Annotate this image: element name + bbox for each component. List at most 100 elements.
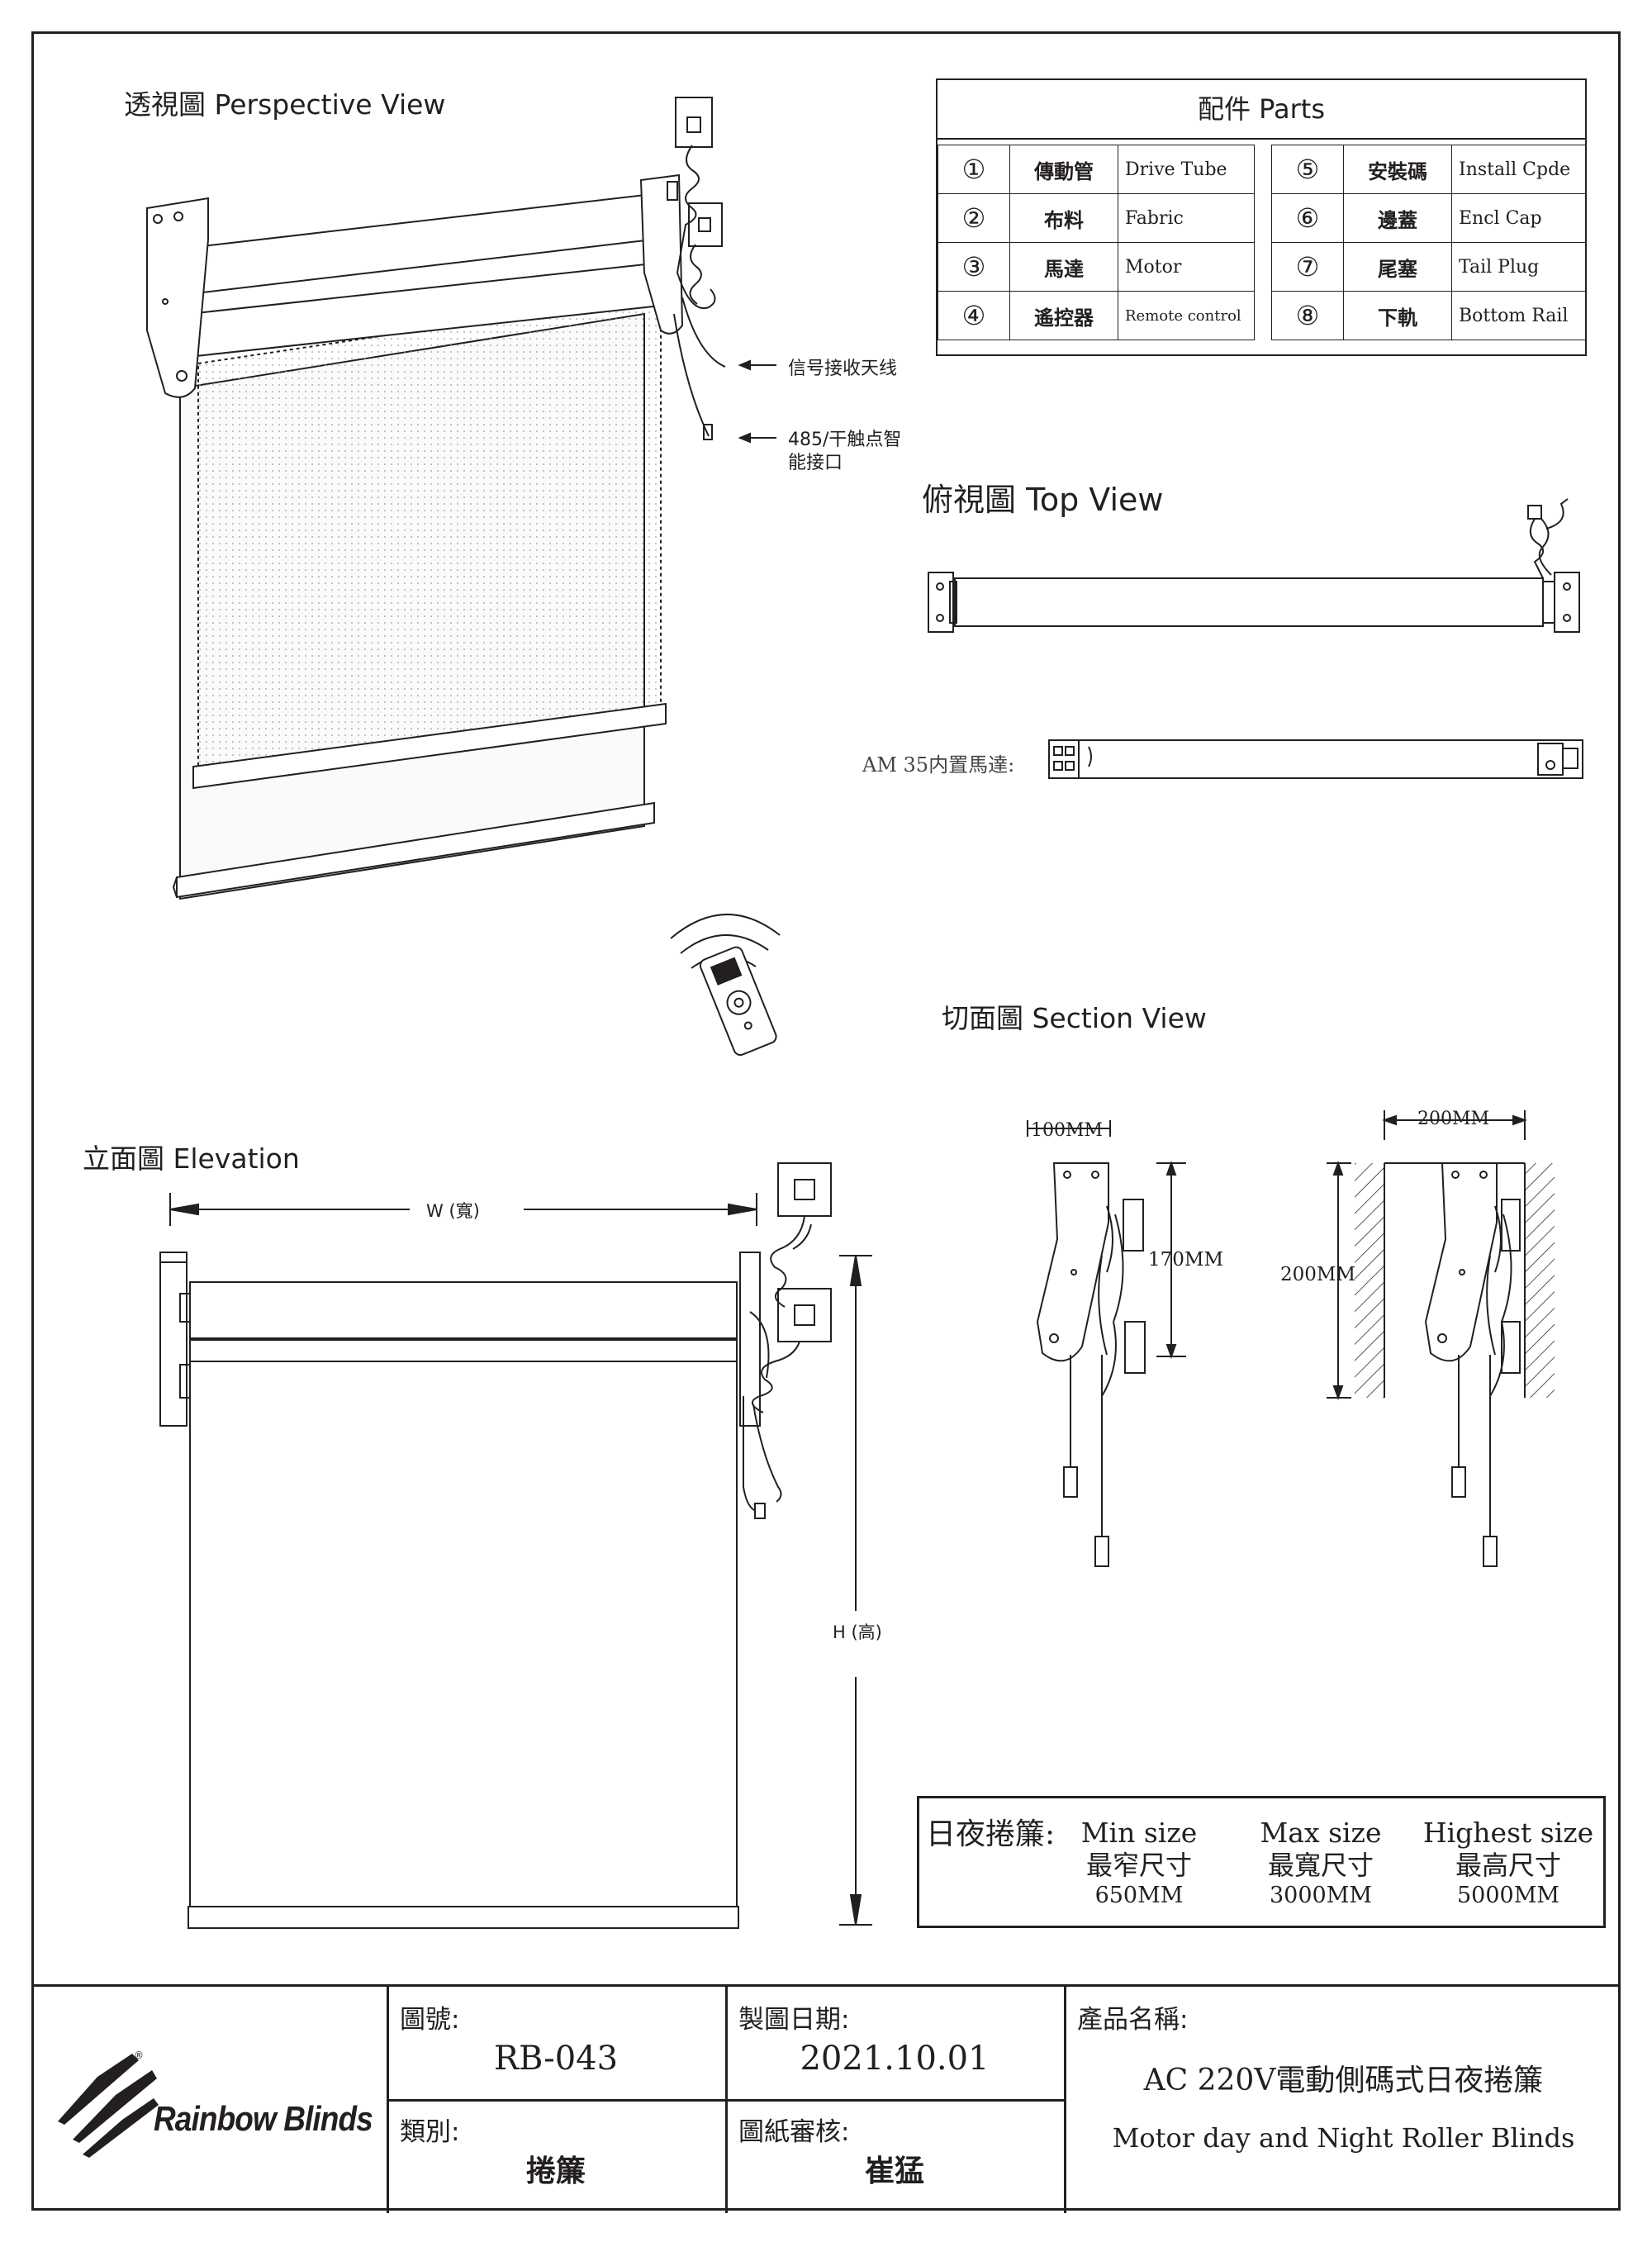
title-block: Rainbow Blinds ® 圖號: RB-043 製圖日期: 2021.1… bbox=[31, 1984, 1621, 2213]
remote-body bbox=[699, 946, 777, 1057]
elevation-switch-lower bbox=[777, 1288, 832, 1342]
elevation-top-tube bbox=[189, 1281, 738, 1339]
part-name-en: Bottom Rail bbox=[1451, 291, 1587, 340]
port-callout-line1: 485/干触点智 bbox=[788, 430, 902, 450]
reviewer-value: 崔猛 bbox=[864, 2154, 924, 2188]
parts-table-left: ① 傳動管 Drive Tube ② 布料 Fabric ③ 馬達 Motor … bbox=[938, 145, 1255, 340]
min-size-value: 650MM bbox=[1094, 1883, 1184, 1908]
elevation-bottom-tube bbox=[189, 1339, 738, 1362]
motor-callout: AM 35内置馬達: bbox=[862, 753, 1015, 777]
parts-row: ① 傳動管 Drive Tube bbox=[938, 145, 1255, 194]
section-view-2-drawing bbox=[1327, 1110, 1555, 1567]
perspective-front-bottom-rail bbox=[192, 702, 667, 790]
min-size-column: Min size 最窄尺寸 650MM bbox=[1066, 1817, 1212, 1911]
elevation-left-bracket bbox=[159, 1252, 188, 1427]
part-name-en: Encl Cap bbox=[1451, 193, 1587, 243]
part-number: ② bbox=[938, 193, 1010, 243]
product-name-label: 產品名稱: bbox=[1077, 2005, 1189, 2035]
elevation-width-label: W (寬) bbox=[426, 1201, 480, 1221]
part-name-zh: 遙控器 bbox=[1009, 291, 1118, 340]
part-name-zh: 布料 bbox=[1009, 193, 1118, 243]
part-number: ⑧ bbox=[1271, 291, 1344, 340]
perspective-coiled-cable bbox=[676, 145, 716, 310]
part-name-zh: 傳動管 bbox=[1009, 145, 1118, 194]
section-1-bracket bbox=[1036, 1162, 1109, 1362]
elevation-bottom-rail bbox=[188, 1906, 739, 1929]
highest-size-en: Highest size bbox=[1422, 1817, 1594, 1849]
min-size-en: Min size bbox=[1080, 1817, 1198, 1849]
perspective-blind-drawing bbox=[146, 97, 776, 900]
elevation-drawing bbox=[159, 1162, 872, 1929]
reviewer-label: 圖紙審核: bbox=[738, 2117, 850, 2147]
section-1-height-label: 170MM bbox=[1148, 1249, 1224, 1271]
part-name-en: Motor bbox=[1118, 242, 1255, 292]
size-specification-box: 日夜捲簾: Min size 最窄尺寸 650MM Max size 最寬尺寸 … bbox=[917, 1796, 1606, 1928]
rainbow-blinds-logo-mark bbox=[58, 2054, 159, 2158]
perspective-port-cable bbox=[673, 313, 710, 437]
part-number: ⑥ bbox=[1271, 193, 1344, 243]
perspective-front-fabric bbox=[197, 292, 662, 783]
section-1-width-label: 100MM bbox=[1031, 1120, 1104, 1141]
part-name-zh: 尾塞 bbox=[1343, 242, 1452, 292]
elevation-title: 立面圖 Elevation bbox=[83, 1142, 300, 1175]
trademark-mark: ® bbox=[134, 2050, 144, 2061]
motor-tube bbox=[1048, 739, 1583, 779]
top-view-right-bracket bbox=[1554, 572, 1580, 633]
section-view-title: 切面圖 Section View bbox=[942, 1002, 1207, 1034]
perspective-left-bracket bbox=[146, 197, 209, 398]
drawing-number-label: 圖號: bbox=[400, 2005, 460, 2035]
size-box-label: 日夜捲簾: bbox=[926, 1817, 1056, 1851]
remote-control-drawing bbox=[670, 914, 781, 1057]
category-label: 類別: bbox=[400, 2117, 460, 2147]
antenna-callout: 信号接收天线 bbox=[788, 359, 898, 379]
parts-row: ⑧ 下軌 Bottom Rail bbox=[1271, 291, 1587, 340]
part-name-en: Drive Tube bbox=[1118, 145, 1255, 194]
product-name-zh: AC 220V電動側碼式日夜捲簾 bbox=[1143, 2064, 1544, 2097]
part-number: ⑦ bbox=[1271, 242, 1344, 292]
highest-size-zh: 最高尺寸 bbox=[1455, 1850, 1561, 1881]
highest-size-value: 5000MM bbox=[1456, 1883, 1559, 1908]
section-view-1-drawing bbox=[1027, 1120, 1186, 1567]
section-2-left-wall bbox=[1355, 1163, 1384, 1398]
title-block-divider bbox=[387, 2099, 1066, 2102]
max-size-zh: 最寬尺寸 bbox=[1267, 1850, 1374, 1881]
parts-row: ⑤ 安裝碼 Install Cpde bbox=[1271, 145, 1587, 194]
parts-row: ⑥ 邊蓋 Encl Cap bbox=[1271, 193, 1587, 243]
top-view-cables bbox=[1529, 498, 1569, 579]
perspective-back-bottom-rail bbox=[176, 801, 655, 899]
top-view-drawing bbox=[928, 498, 1580, 633]
section-2-right-wall bbox=[1525, 1163, 1555, 1398]
perspective-view-title: 透視圖 Perspective View bbox=[124, 88, 446, 121]
part-number: ① bbox=[938, 145, 1010, 194]
part-name-zh: 邊蓋 bbox=[1343, 193, 1452, 243]
part-name-en: Install Cpde bbox=[1451, 145, 1587, 194]
max-size-column: Max size 最寬尺寸 3000MM bbox=[1245, 1817, 1397, 1911]
tubular-motor-drawing bbox=[1048, 739, 1583, 779]
product-name-en: Motor day and Night Roller Blinds bbox=[1112, 2122, 1575, 2154]
perspective-switch-upper bbox=[675, 97, 713, 148]
drawing-number: RB-043 bbox=[493, 2040, 619, 2078]
drawing-date-label: 製圖日期: bbox=[738, 2005, 850, 2035]
section-2-bracket bbox=[1424, 1162, 1498, 1362]
company-logo-text: Rainbow Blinds bbox=[154, 2099, 373, 2138]
drawing-sheet bbox=[31, 31, 1621, 2211]
part-name-zh: 下軌 bbox=[1343, 291, 1452, 340]
part-number: ③ bbox=[938, 242, 1010, 292]
part-number: ④ bbox=[938, 291, 1010, 340]
perspective-right-bracket bbox=[639, 173, 684, 335]
drawing-date: 2021.10.01 bbox=[800, 2040, 990, 2078]
parts-row: ⑦ 尾塞 Tail Plug bbox=[1271, 242, 1587, 292]
max-size-en: Max size bbox=[1260, 1817, 1382, 1849]
part-name-en: Remote control bbox=[1118, 291, 1255, 340]
elevation-coiled-cables bbox=[749, 1215, 812, 1503]
part-name-zh: 馬達 bbox=[1009, 242, 1118, 292]
section-2-width-label: 200MM bbox=[1417, 1109, 1490, 1129]
parts-row: ② 布料 Fabric bbox=[938, 193, 1255, 243]
max-size-value: 3000MM bbox=[1269, 1883, 1372, 1908]
perspective-antenna-cable bbox=[681, 297, 726, 368]
parts-table-right: ⑤ 安裝碼 Install Cpde ⑥ 邊蓋 Encl Cap ⑦ 尾塞 Ta… bbox=[1271, 145, 1587, 340]
parts-row: ③ 馬達 Motor bbox=[938, 242, 1255, 292]
parts-table-title: 配件 Parts bbox=[938, 80, 1585, 140]
min-size-zh: 最窄尺寸 bbox=[1085, 1850, 1192, 1881]
parts-row: ④ 遙控器 Remote control bbox=[938, 291, 1255, 340]
